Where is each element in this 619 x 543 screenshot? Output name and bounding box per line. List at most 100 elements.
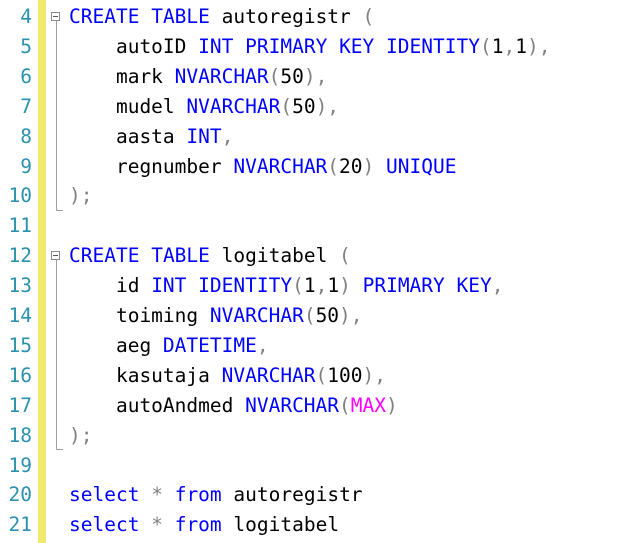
- code-text[interactable]: aasta INT,: [69, 122, 233, 152]
- sql-identifier: mudel: [69, 94, 187, 118]
- code-line[interactable]: 14 toiming NVARCHAR(50),: [0, 301, 619, 331]
- sql-keyword: from: [174, 513, 222, 537]
- collapse-block-icon[interactable]: [51, 251, 60, 260]
- code-text[interactable]: autoID INT PRIMARY KEY IDENTITY(1,1),: [69, 32, 551, 62]
- code-text[interactable]: mark NVARCHAR(50),: [69, 62, 327, 92]
- sql-keyword: PRIMARY: [362, 274, 445, 298]
- sql-punctuation: ,: [256, 333, 269, 357]
- line-number-gutter: [0, 0, 36, 543]
- code-line[interactable]: 19: [0, 451, 619, 481]
- sql-identifier: 1: [491, 34, 504, 58]
- sql-identifier: autoregistr: [221, 483, 363, 507]
- sql-keyword: TABLE: [151, 244, 210, 268]
- line-number: 18: [8, 423, 32, 447]
- sql-punctuation: (: [339, 393, 351, 417]
- sql-punctuation: ): [339, 274, 351, 298]
- sql-keyword: NVARCHAR: [221, 363, 316, 387]
- sql-keyword: TABLE: [151, 5, 210, 28]
- code-text[interactable]: );: [69, 181, 92, 211]
- sql-punctuation: ),: [526, 34, 551, 58]
- code-line[interactable]: 16 kasutaja NVARCHAR(100),: [0, 361, 619, 391]
- code-text[interactable]: );: [69, 421, 92, 451]
- sql-identifier: [163, 513, 175, 536]
- code-line[interactable]: 18);: [0, 421, 619, 451]
- sql-punctuation: ),: [303, 64, 328, 88]
- sql-punctuation: (: [268, 64, 281, 88]
- sql-keyword: CREATE: [69, 5, 140, 28]
- line-number: 4: [20, 5, 32, 28]
- code-line[interactable]: 17 autoAndmed NVARCHAR(MAX): [0, 391, 619, 421]
- code-line[interactable]: 7 mudel NVARCHAR(50),: [0, 92, 619, 122]
- sql-keyword: IDENTITY: [386, 34, 480, 58]
- sql-keyword: NVARCHAR: [174, 64, 269, 88]
- code-text[interactable]: select * from autoregistr: [69, 480, 363, 510]
- sql-identifier: mark: [69, 64, 175, 88]
- code-text[interactable]: select * from logitabel: [69, 510, 339, 540]
- sql-punctuation: ,: [315, 274, 328, 298]
- code-text[interactable]: mudel NVARCHAR(50),: [69, 92, 339, 122]
- sql-identifier: [374, 155, 386, 178]
- sql-punctuation: ),: [339, 304, 363, 327]
- sql-punctuation: );: [69, 184, 93, 208]
- sql-keyword: KEY: [339, 34, 375, 58]
- code-text[interactable]: regnumber NVARCHAR(20) UNIQUE: [69, 152, 457, 182]
- code-line[interactable]: 13 id INT IDENTITY(1,1) PRIMARY KEY,: [0, 271, 619, 301]
- line-number: 10: [8, 184, 32, 208]
- line-number: 6: [20, 64, 32, 88]
- code-text[interactable]: toiming NVARCHAR(50),: [69, 301, 363, 331]
- line-number: 15: [8, 333, 32, 357]
- code-line[interactable]: 20 select * from autoregistr: [0, 480, 619, 510]
- collapse-block-icon[interactable]: [51, 12, 60, 21]
- sql-identifier: logitabel: [221, 513, 340, 537]
- line-number: 12: [8, 244, 32, 268]
- change-tracking-bar: [38, 0, 46, 543]
- sql-identifier: [233, 35, 245, 58]
- sql-punctuation: ,: [221, 124, 234, 148]
- sql-identifier: aeg: [69, 333, 163, 357]
- code-line[interactable]: 8 aasta INT,: [0, 122, 619, 152]
- sql-identifier: 100: [327, 363, 363, 387]
- sql-keyword: NVARCHAR: [245, 393, 340, 417]
- line-number: 20: [8, 483, 32, 507]
- fold-guide-line: [56, 260, 57, 450]
- sql-identifier: [374, 35, 386, 58]
- sql-identifier: 20: [339, 154, 363, 178]
- line-number: 5: [20, 34, 32, 58]
- sql-identifier: 1: [327, 274, 340, 298]
- fold-guide-line: [56, 21, 57, 211]
- sql-punctuation: (: [339, 244, 351, 268]
- sql-identifier: regnumber: [69, 154, 234, 178]
- sql-keyword: CREATE: [69, 244, 140, 268]
- sql-keyword: NVARCHAR: [186, 94, 281, 118]
- code-text[interactable]: aeg DATETIME,: [69, 331, 269, 361]
- code-line[interactable]: 12 CREATE TABLE logitabel (: [0, 241, 619, 271]
- code-line[interactable]: 10);: [0, 181, 619, 211]
- code-text[interactable]: CREATE TABLE autoregistr (: [69, 2, 374, 32]
- code-line[interactable]: 4 CREATE TABLE autoregistr (: [0, 2, 619, 32]
- sql-punctuation: (: [362, 5, 375, 28]
- code-text[interactable]: kasutaja NVARCHAR(100),: [69, 361, 386, 391]
- line-number: 9: [20, 154, 32, 178]
- sql-identifier: 50: [280, 64, 304, 88]
- sql-punctuation: ,: [503, 34, 516, 58]
- code-line[interactable]: 6 mark NVARCHAR(50),: [0, 62, 619, 92]
- code-line[interactable]: 5 autoID INT PRIMARY KEY IDENTITY(1,1),: [0, 32, 619, 62]
- sql-identifier: autoAndmed: [69, 393, 246, 417]
- sql-punctuation: (: [315, 363, 328, 387]
- code-line[interactable]: 15 aeg DATETIME,: [0, 331, 619, 361]
- sql-identifier: [327, 35, 339, 58]
- code-line[interactable]: 9 regnumber NVARCHAR(20) UNIQUE: [0, 152, 619, 182]
- code-text[interactable]: CREATE TABLE logitabel (: [69, 241, 351, 271]
- sql-identifier: aasta: [69, 124, 187, 148]
- line-number: 13: [8, 274, 32, 298]
- sql-keyword: select: [69, 513, 140, 537]
- code-line[interactable]: 11: [0, 211, 619, 241]
- sql-keyword: IDENTITY: [198, 274, 293, 298]
- code-text[interactable]: id INT IDENTITY(1,1) PRIMARY KEY,: [69, 271, 504, 301]
- sql-punctuation: (: [303, 304, 316, 327]
- sql-punctuation: (: [280, 94, 293, 118]
- code-text[interactable]: autoAndmed NVARCHAR(MAX): [69, 391, 398, 421]
- sql-keyword: KEY: [456, 274, 492, 298]
